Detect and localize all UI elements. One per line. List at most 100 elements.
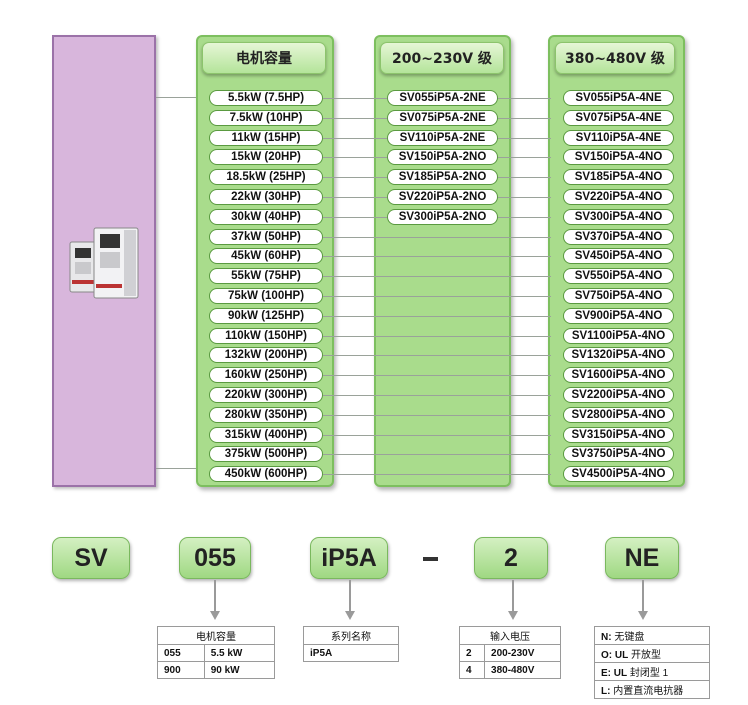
connector-line <box>323 434 551 436</box>
capacity-item: 45kW (60HP) <box>209 248 323 265</box>
v400-model-item: SV055iP5A-4NE <box>563 90 674 106</box>
v200-model-item: SV075iP5A-2NE <box>387 109 498 126</box>
capacity-item: 7.5kW (10HP) <box>209 109 323 126</box>
connector-line <box>156 97 196 98</box>
legend-voltage-value: 380-480V <box>484 661 561 679</box>
arrow-series-line <box>349 580 351 612</box>
v400-model-item: SV450iP5A-4NO <box>563 248 674 265</box>
arrow-option-line <box>642 580 644 612</box>
capacity-item: 75kW (100HP) <box>209 288 323 304</box>
v400-model-item: SV900iP5A-4NO <box>563 307 674 324</box>
legend-option-table: N: 无键盘 O: UL 开放型 E: UL 封闭型 1 L: 内置直流电抗器 <box>594 626 710 699</box>
capacity-item: 132kW (200HP) <box>209 347 323 364</box>
capacity-item: 160kW (250HP) <box>209 367 323 384</box>
arrow-voltage-line <box>512 580 514 612</box>
v200-model-item: SV185iP5A-2NO <box>387 169 498 186</box>
legend-capacity-value: 5.5 kW <box>203 644 276 662</box>
connector-line <box>323 355 551 357</box>
connector-line <box>323 414 551 416</box>
capacity-item: 55kW (75HP) <box>209 268 323 285</box>
legend-capacity-code: 900 <box>157 661 205 679</box>
connector-line <box>156 468 196 469</box>
capacity-item: 15kW (20HP) <box>209 149 323 166</box>
legend-voltage-header: 输入电压 <box>459 626 561 645</box>
capacity-item: 90kW (125HP) <box>209 307 323 324</box>
arrow-option-head <box>638 611 648 620</box>
v200-model-item: SV110iP5A-2NE <box>387 129 498 146</box>
capacity-item: 11kW (15HP) <box>209 129 323 146</box>
legend-option-row: O: UL 开放型 <box>594 644 710 663</box>
connector-line <box>323 335 551 337</box>
v400-model-item: SV1600iP5A-4NO <box>563 367 674 384</box>
v400-model-item: SV220iP5A-4NO <box>563 189 674 205</box>
capacity-item: 18.5kW (25HP) <box>209 169 323 186</box>
v400-model-item: SV110iP5A-4NE <box>563 129 674 146</box>
capacity-item: 110kW (150HP) <box>209 327 323 344</box>
code-capacity-box: 055 <box>179 537 251 579</box>
v200-model-item: SV300iP5A-2NO <box>387 208 498 225</box>
capacity-item: 37kW (50HP) <box>209 228 323 245</box>
connector-line <box>323 276 551 278</box>
capacity-item: 315kW (400HP) <box>209 426 323 443</box>
v200-column-header: 200~230V 级 <box>380 42 504 74</box>
arrow-capacity-line <box>214 580 216 612</box>
legend-voltage-table: 输入电压 2 200-230V 4 380-480V <box>458 626 561 679</box>
legend-capacity-table: 电机容量 055 5.5 kW 900 90 kW <box>157 626 276 679</box>
connector-line <box>323 256 551 258</box>
legend-series-header: 系列名称 <box>303 626 399 645</box>
v200-model-item: SV055iP5A-2NE <box>387 90 498 106</box>
capacity-item: 375kW (500HP) <box>209 446 323 463</box>
legend-voltage-code: 2 <box>458 644 486 662</box>
v400-model-item: SV2200iP5A-4NO <box>563 387 674 403</box>
capacity-item: 220kW (300HP) <box>209 387 323 403</box>
code-prefix-box: SV <box>52 537 130 579</box>
connector-line <box>323 474 551 476</box>
legend-series-value: iP5A <box>303 644 399 662</box>
v400-model-item: SV150iP5A-4NO <box>563 149 674 166</box>
code-option-box: NE <box>605 537 679 579</box>
code-voltage-box: 2 <box>474 537 548 579</box>
inverter-product-image <box>69 227 139 299</box>
connector-line <box>323 315 551 317</box>
v400-model-item: SV1100iP5A-4NO <box>563 327 674 344</box>
capacity-item: 22kW (30HP) <box>209 189 323 205</box>
v400-model-item: SV3150iP5A-4NO <box>563 426 674 443</box>
v400-model-item: SV4500iP5A-4NO <box>563 466 674 483</box>
product-panel <box>52 35 156 487</box>
v400-model-item: SV300iP5A-4NO <box>563 208 674 225</box>
v200-model-item: SV150iP5A-2NO <box>387 149 498 166</box>
arrow-voltage-head <box>508 611 518 620</box>
v400-model-item: SV370iP5A-4NO <box>563 228 674 245</box>
capacity-item: 280kW (350HP) <box>209 406 323 423</box>
connector-line <box>323 236 551 238</box>
v400-model-item: SV2800iP5A-4NO <box>563 406 674 423</box>
capacity-item: 30kW (40HP) <box>209 208 323 225</box>
v400-model-item: SV1320iP5A-4NO <box>563 347 674 364</box>
arrow-capacity-head <box>210 611 220 620</box>
legend-voltage-value: 200-230V <box>484 644 561 662</box>
legend-capacity-header: 电机容量 <box>157 626 275 645</box>
legend-voltage-code: 4 <box>458 661 486 679</box>
capacity-column-header: 电机容量 <box>202 42 326 74</box>
capacity-item: 5.5kW (7.5HP) <box>209 90 323 106</box>
legend-option-row: N: 无键盘 <box>594 626 710 645</box>
connector-line <box>323 395 551 396</box>
code-dash <box>423 557 438 561</box>
v400-model-item: SV750iP5A-4NO <box>563 288 674 304</box>
capacity-item: 450kW (600HP) <box>209 466 323 483</box>
arrow-series-head <box>345 611 355 620</box>
legend-series-table: 系列名称 iP5A <box>303 626 399 662</box>
legend-option-row: E: UL 封闭型 1 <box>594 662 710 681</box>
legend-capacity-code: 055 <box>157 644 205 662</box>
connector-line <box>323 296 551 297</box>
v400-model-item: SV550iP5A-4NO <box>563 268 674 285</box>
v400-model-item: SV185iP5A-4NO <box>563 169 674 186</box>
v200-model-item: SV220iP5A-2NO <box>387 189 498 205</box>
v400-model-item: SV075iP5A-4NE <box>563 109 674 126</box>
connector-line <box>323 375 551 377</box>
legend-capacity-value: 90 kW <box>203 661 276 679</box>
code-series-box: iP5A <box>310 537 388 579</box>
legend-option-row: L: 内置直流电抗器 <box>594 680 710 699</box>
v400-model-item: SV3750iP5A-4NO <box>563 446 674 463</box>
connector-line <box>323 454 551 456</box>
